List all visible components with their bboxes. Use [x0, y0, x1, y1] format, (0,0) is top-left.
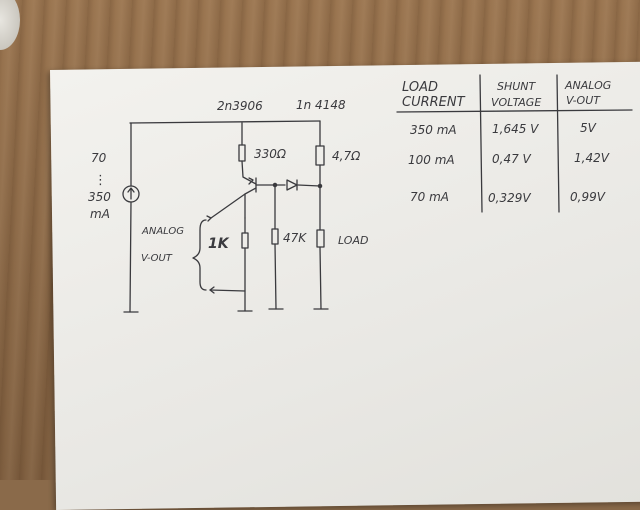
resistor-330-label: 330Ω — [254, 147, 287, 161]
table-header-line — [396, 109, 633, 113]
header-load-1: LOAD — [402, 80, 438, 95]
out-bottom-wire — [209, 289, 246, 292]
header-shunt-1: SHUNT — [497, 80, 537, 93]
source-bottom-wire — [129, 201, 132, 313]
hand-drawn-schematic: 70 ⋮ 350 mA 2n3906 1n 4148 330Ω 4,7Ω 1K … — [88, 74, 633, 313]
junction-dot — [317, 183, 323, 189]
emitter-arrow — [248, 177, 254, 185]
top-rail-wire — [129, 120, 321, 124]
table-column-divider-1 — [479, 74, 483, 213]
out-arrow-bottom — [209, 286, 215, 294]
table-cell: 0,329V — [488, 191, 531, 205]
resistor-47k-label: 47K — [283, 231, 307, 245]
resistor-1k-label: 1K — [208, 236, 230, 252]
table-grid — [396, 74, 633, 213]
emitter-wire — [241, 160, 257, 185]
current-source-symbol — [122, 185, 140, 203]
transistor-label: 2n3906 — [217, 99, 263, 113]
source-range-top: 70 — [91, 151, 107, 165]
resistor-330 — [238, 144, 246, 162]
load-label: LOAD — [338, 234, 368, 247]
table-cell: 5V — [580, 121, 597, 135]
circuit-wires — [123, 120, 329, 313]
current-source-arrow — [127, 187, 135, 200]
source-range-dots: ⋮ — [94, 173, 107, 188]
source-unit: mA — [90, 207, 110, 221]
collector-wire — [244, 187, 257, 219]
collector-out-wire — [210, 193, 246, 219]
circuit-labels: 70 ⋮ 350 mA 2n3906 1n 4148 330Ω 4,7Ω 1K … — [88, 98, 368, 264]
output-label-line2: V-OUT — [141, 253, 173, 264]
resistor-47k — [271, 228, 279, 245]
header-analog-1: ANALOG — [564, 79, 611, 92]
table-cell: 1,645 V — [492, 122, 539, 136]
desk-object-corner — [0, 0, 20, 50]
resistor-shunt — [315, 145, 325, 166]
header-shunt-2: VOLTAGE — [491, 96, 541, 109]
load-bottom-wire — [319, 246, 322, 310]
output-brace — [192, 219, 207, 291]
diode-label: 1n 4148 — [296, 98, 346, 112]
circuit-components — [122, 144, 325, 291]
bias-bottom-wire — [274, 243, 277, 310]
table-cell: 70 mA — [410, 190, 449, 204]
table-cell: 100 mA — [408, 153, 455, 167]
table-cell: 0,99V — [570, 190, 606, 204]
table-cell: 0,47 V — [492, 152, 532, 166]
header-load-2: CURRENT — [402, 95, 466, 110]
resistor-1k — [241, 232, 249, 249]
load-resistor — [316, 229, 325, 248]
table-cell: 350 mA — [410, 123, 457, 137]
source-range-bottom: 350 — [88, 190, 111, 204]
header-analog-2: V-OUT — [566, 94, 601, 107]
table-column-divider-2 — [556, 74, 560, 213]
out-arrow-top — [206, 215, 212, 222]
resistor-shunt-label: 4,7Ω — [332, 149, 361, 163]
junction-dot — [272, 182, 278, 188]
diode-symbol — [286, 179, 298, 191]
table-cell: 1,42V — [574, 151, 610, 165]
measurement-table: LOAD CURRENT SHUNT VOLTAGE ANALOG V-OUT … — [402, 79, 611, 205]
output-label-line1: ANALOG — [141, 226, 184, 237]
diode-right-wire — [297, 184, 321, 187]
